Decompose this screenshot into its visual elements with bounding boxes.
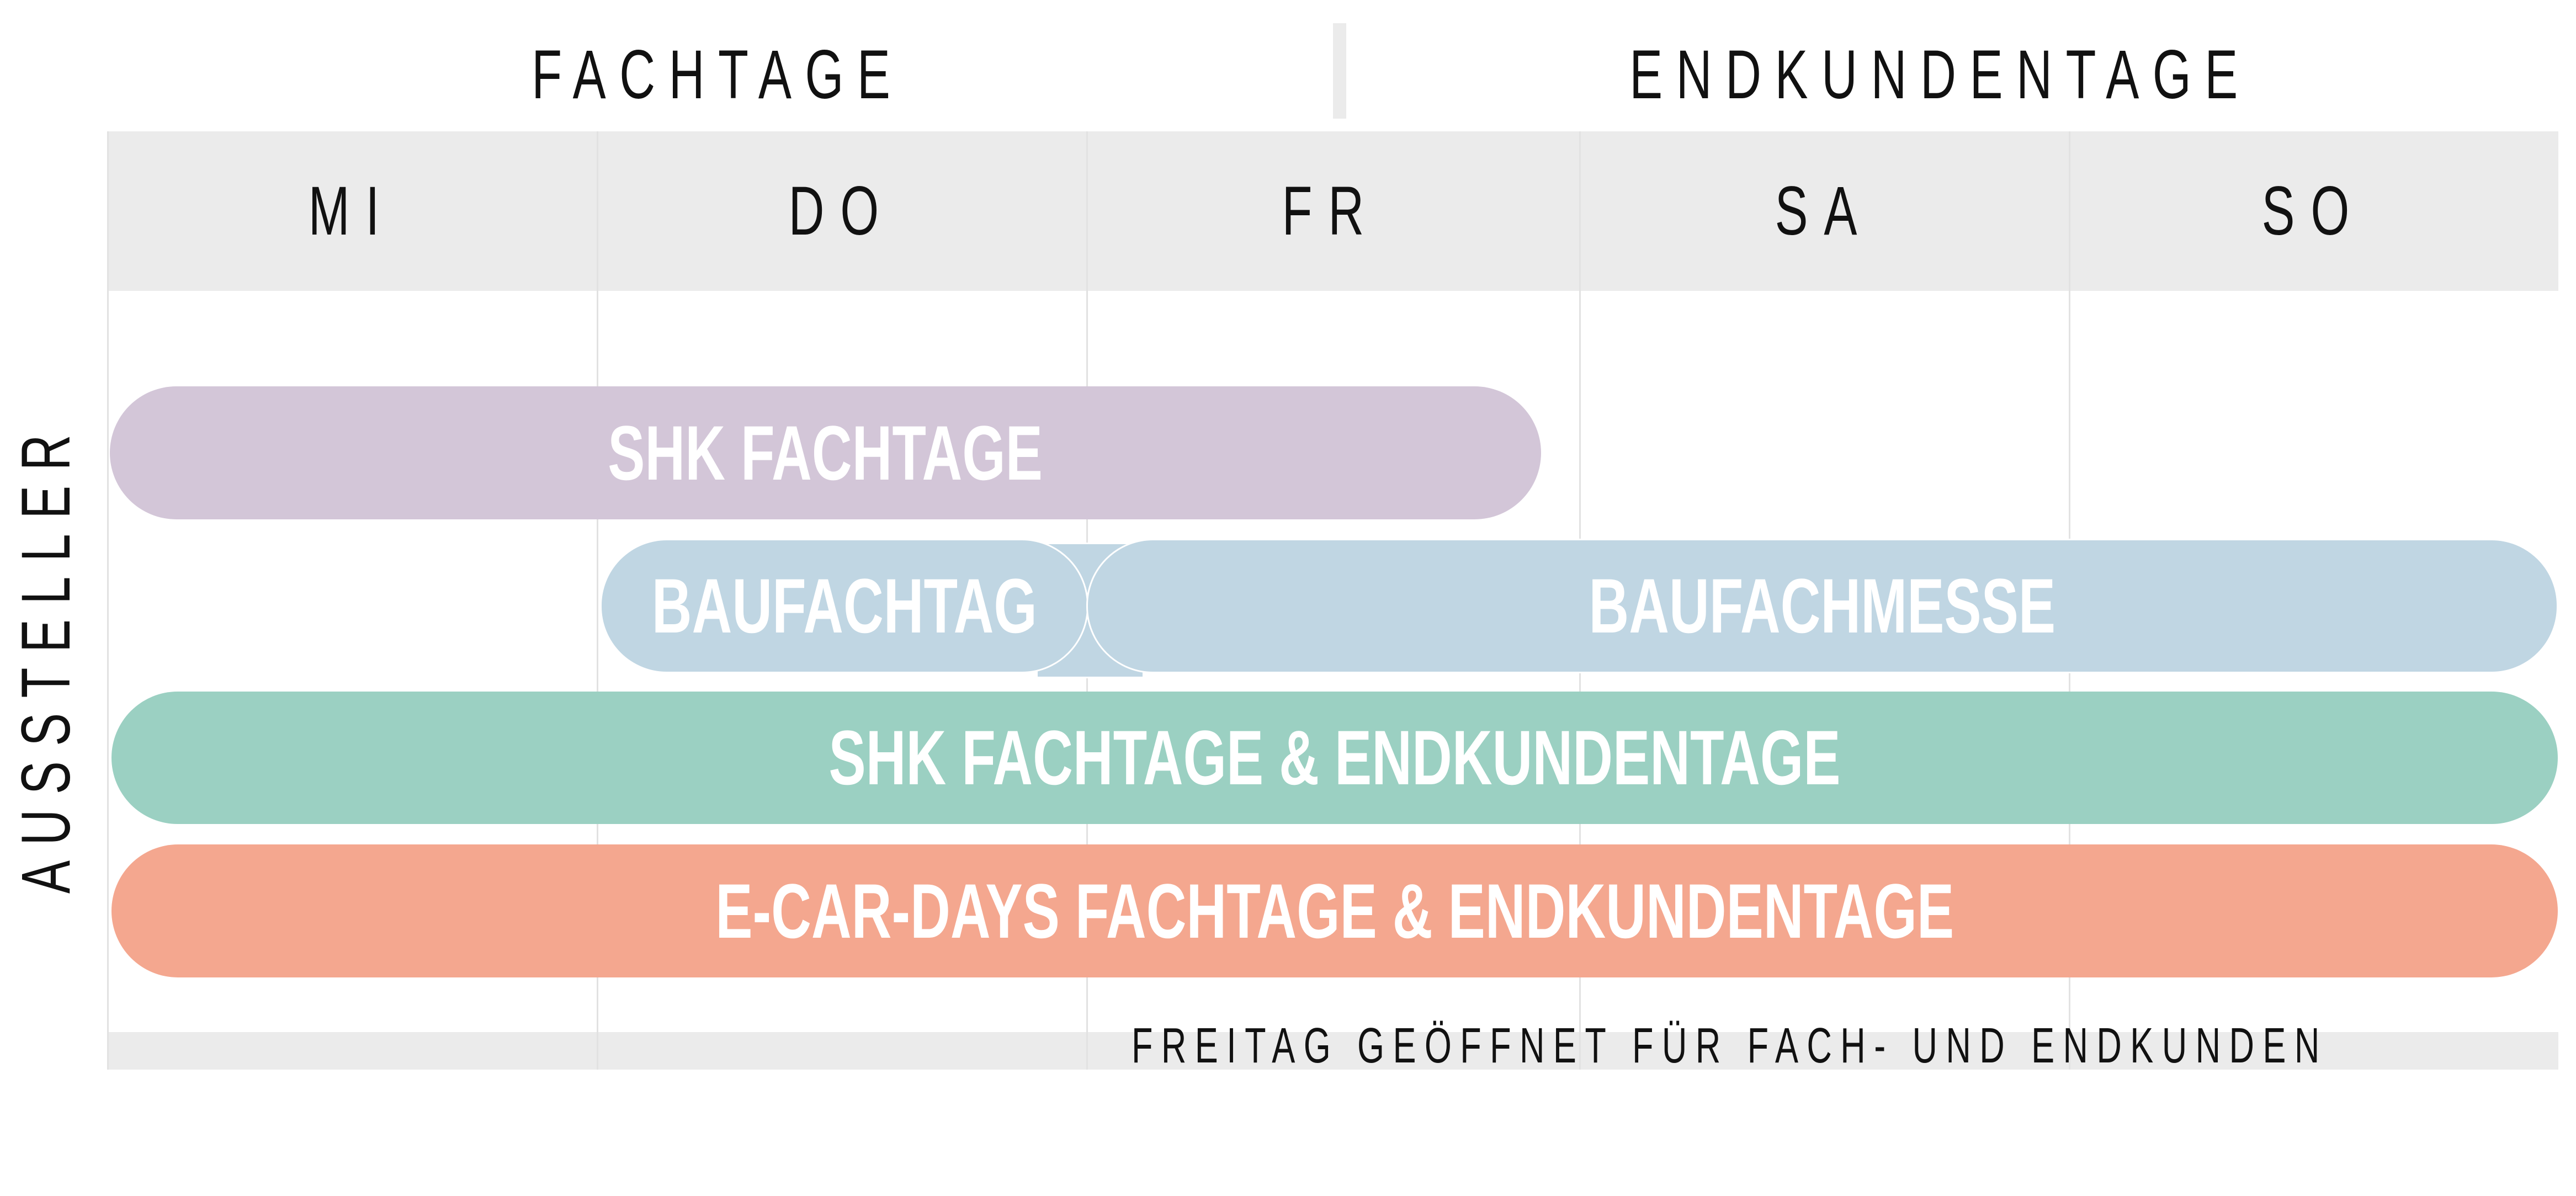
day-fr: FR xyxy=(1282,173,1380,249)
day-header-band xyxy=(107,131,2558,291)
group-label-fachtage: FACHTAGE xyxy=(531,36,904,113)
day-do: DO xyxy=(788,173,895,249)
grid-line xyxy=(107,131,109,1070)
group-label-endkundentage: ENDKUNDENTAGE xyxy=(1629,36,2251,113)
bar-baufachtag: BAUFACHTAG xyxy=(600,539,1088,673)
day-so: SO xyxy=(2261,173,2366,249)
bar-baufachmesse: BAUFACHMESSE xyxy=(1086,539,2558,673)
bar-e-car-days: E-CAR-DAYS FACHTAGE & ENDKUNDENTAGE xyxy=(111,844,2558,977)
day-mi: MI xyxy=(308,173,396,249)
group-divider xyxy=(1333,23,1346,119)
grid-line xyxy=(597,131,598,1070)
footnote: FREITAG GEÖFFNET FÜR FACH- UND ENDKUNDEN xyxy=(1132,1018,2328,1073)
bar-shk-fachtage-endkundentage: SHK FACHTAGE & ENDKUNDENTAGE xyxy=(111,692,2558,824)
day-sa: SA xyxy=(1775,173,1873,249)
bar-shk-fachtage: SHK FACHTAGE xyxy=(110,386,1541,519)
bottom-band xyxy=(107,1032,2558,1070)
row-label-aussteller: AUSSTELLER xyxy=(7,419,84,894)
